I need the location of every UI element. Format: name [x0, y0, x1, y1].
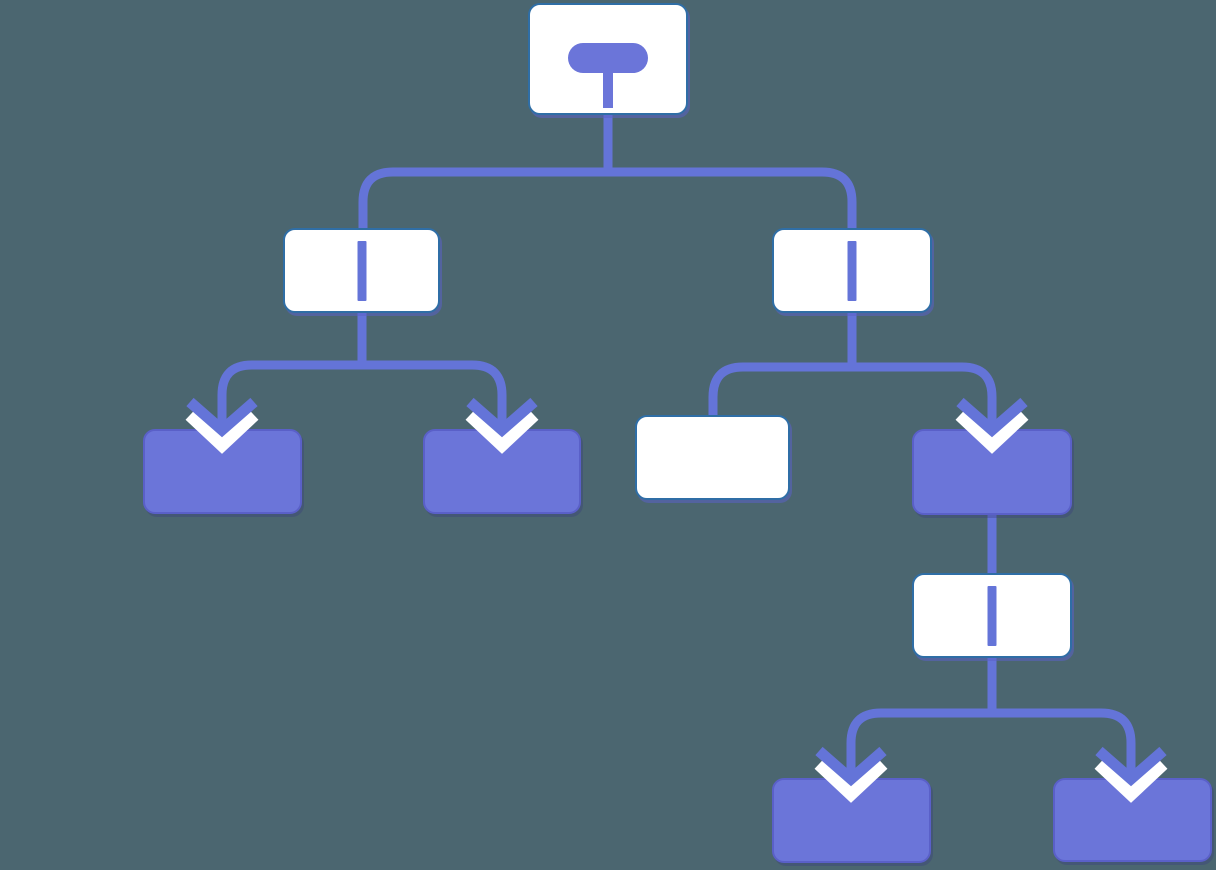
node-leaf-bottom-left[interactable]	[772, 778, 931, 863]
node-branch-lower[interactable]	[912, 573, 1072, 658]
root-pill-icon	[530, 5, 686, 113]
node-branch-right[interactable]	[772, 228, 932, 313]
node-branch-left[interactable]	[283, 228, 440, 313]
node-root[interactable]	[528, 3, 688, 115]
node-leaf-bottom-right[interactable]	[1053, 778, 1212, 862]
node-leaf-mid-right[interactable]	[912, 429, 1072, 515]
connector-root-split-bar	[358, 167, 857, 229]
node-child-plain[interactable]	[635, 415, 790, 500]
vertical-line-icon	[987, 585, 997, 646]
root-pill-stem	[603, 67, 613, 108]
vertical-line-icon	[357, 240, 366, 301]
chevron-purple-stroke	[815, 746, 887, 787]
node-leaf-far-left[interactable]	[143, 429, 302, 514]
chevron-purple-stroke	[186, 397, 258, 438]
chevron-purple-stroke	[1095, 746, 1167, 787]
vertical-line-icon	[847, 240, 857, 301]
connector-left-split-bar	[217, 360, 507, 424]
chevron-purple-stroke	[466, 397, 538, 438]
chevron-purple-stroke	[956, 397, 1028, 438]
node-leaf-mid-left[interactable]	[423, 429, 581, 514]
connector-lower-split-bar	[846, 708, 1136, 772]
